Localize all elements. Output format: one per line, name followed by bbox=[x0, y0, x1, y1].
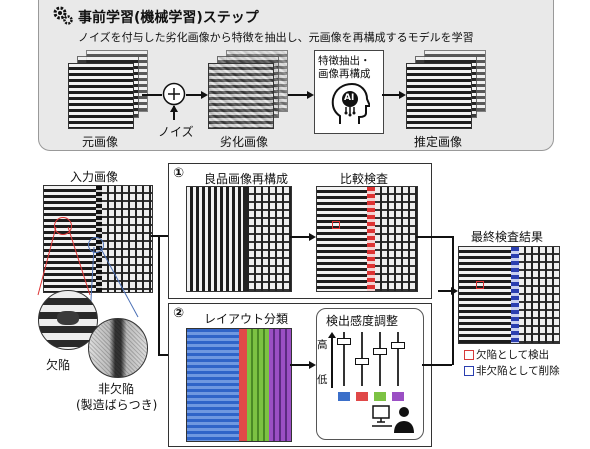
high-label: 高 bbox=[317, 339, 328, 351]
sensitivity-slider[interactable] bbox=[355, 332, 369, 386]
step1-number: ① bbox=[173, 166, 185, 181]
sensitivity-sliders[interactable] bbox=[336, 332, 416, 388]
step2-number: ② bbox=[173, 306, 185, 321]
sensitivity-slider[interactable] bbox=[391, 332, 405, 386]
sensitivity-label: 検出感度調整 bbox=[326, 314, 399, 328]
pretraining-title: 事前学習(機械学習)ステップ bbox=[78, 10, 259, 26]
final-result-title: 最終検査結果 bbox=[471, 230, 544, 244]
nondefect-label: 非欠陥 bbox=[98, 382, 135, 396]
ai-head-icon bbox=[330, 82, 372, 126]
zoom-lines bbox=[37, 226, 139, 318]
ai-label: AI bbox=[344, 93, 355, 103]
legend-defect-swatch bbox=[464, 350, 474, 360]
compare-image bbox=[316, 186, 418, 292]
compare-label: 比較検査 bbox=[340, 172, 389, 186]
degraded-image-stack bbox=[208, 50, 288, 130]
estimated-image-stack bbox=[406, 50, 486, 130]
low-label: 低 bbox=[317, 374, 328, 386]
nondefect-zoom bbox=[88, 318, 148, 378]
nondefect-sub-label: (製造ばらつき) bbox=[76, 398, 158, 412]
original-image-stack bbox=[68, 50, 148, 130]
defect-label: 欠陥 bbox=[46, 358, 71, 372]
estimated-image-label: 推定画像 bbox=[414, 135, 463, 149]
feature-label-line1: 特徴抽出・ bbox=[318, 55, 371, 67]
defect-marker bbox=[54, 217, 72, 235]
operator-icon bbox=[372, 404, 416, 434]
noise-label: ノイズ bbox=[158, 125, 194, 139]
legend-defect-label: 欠陥として検出 bbox=[476, 349, 550, 361]
degraded-image-label: 劣化画像 bbox=[220, 135, 269, 149]
final-defect-marker bbox=[476, 281, 484, 289]
feature-label-line2: 画像再構成 bbox=[318, 68, 371, 80]
nondefect-marker bbox=[88, 237, 104, 253]
sensitivity-slider[interactable] bbox=[373, 332, 387, 386]
layout-label: レイアウト分類 bbox=[204, 312, 289, 326]
input-image bbox=[43, 185, 153, 293]
category-swatch bbox=[338, 392, 350, 401]
legend-nondefect-swatch bbox=[464, 366, 474, 376]
gear-icon bbox=[52, 4, 74, 26]
slider-knob[interactable] bbox=[391, 342, 405, 349]
compare-defect-marker bbox=[332, 221, 340, 229]
category-swatch bbox=[392, 392, 404, 401]
final-result-image bbox=[458, 246, 560, 344]
slider-knob[interactable] bbox=[373, 348, 387, 355]
input-image-title: 入力画像 bbox=[70, 170, 119, 184]
slider-knob[interactable] bbox=[337, 338, 351, 345]
legend-nondefect-label: 非欠陥として削除 bbox=[476, 365, 560, 377]
category-swatch bbox=[374, 392, 386, 401]
recon-image bbox=[186, 186, 292, 292]
category-swatch bbox=[356, 392, 368, 401]
layout-image bbox=[186, 328, 292, 442]
category-swatches bbox=[336, 392, 416, 402]
original-image-label: 元画像 bbox=[82, 135, 119, 149]
sensitivity-slider[interactable] bbox=[337, 332, 351, 386]
recon-label: 良品画像再構成 bbox=[204, 172, 289, 186]
slider-knob[interactable] bbox=[355, 358, 369, 365]
pretraining-subtitle: ノイズを付与した劣化画像から特徴を抽出し、元画像を再構成するモデルを学習 bbox=[78, 31, 474, 44]
add-noise-icon bbox=[162, 82, 186, 106]
sensitivity-box bbox=[316, 308, 424, 440]
